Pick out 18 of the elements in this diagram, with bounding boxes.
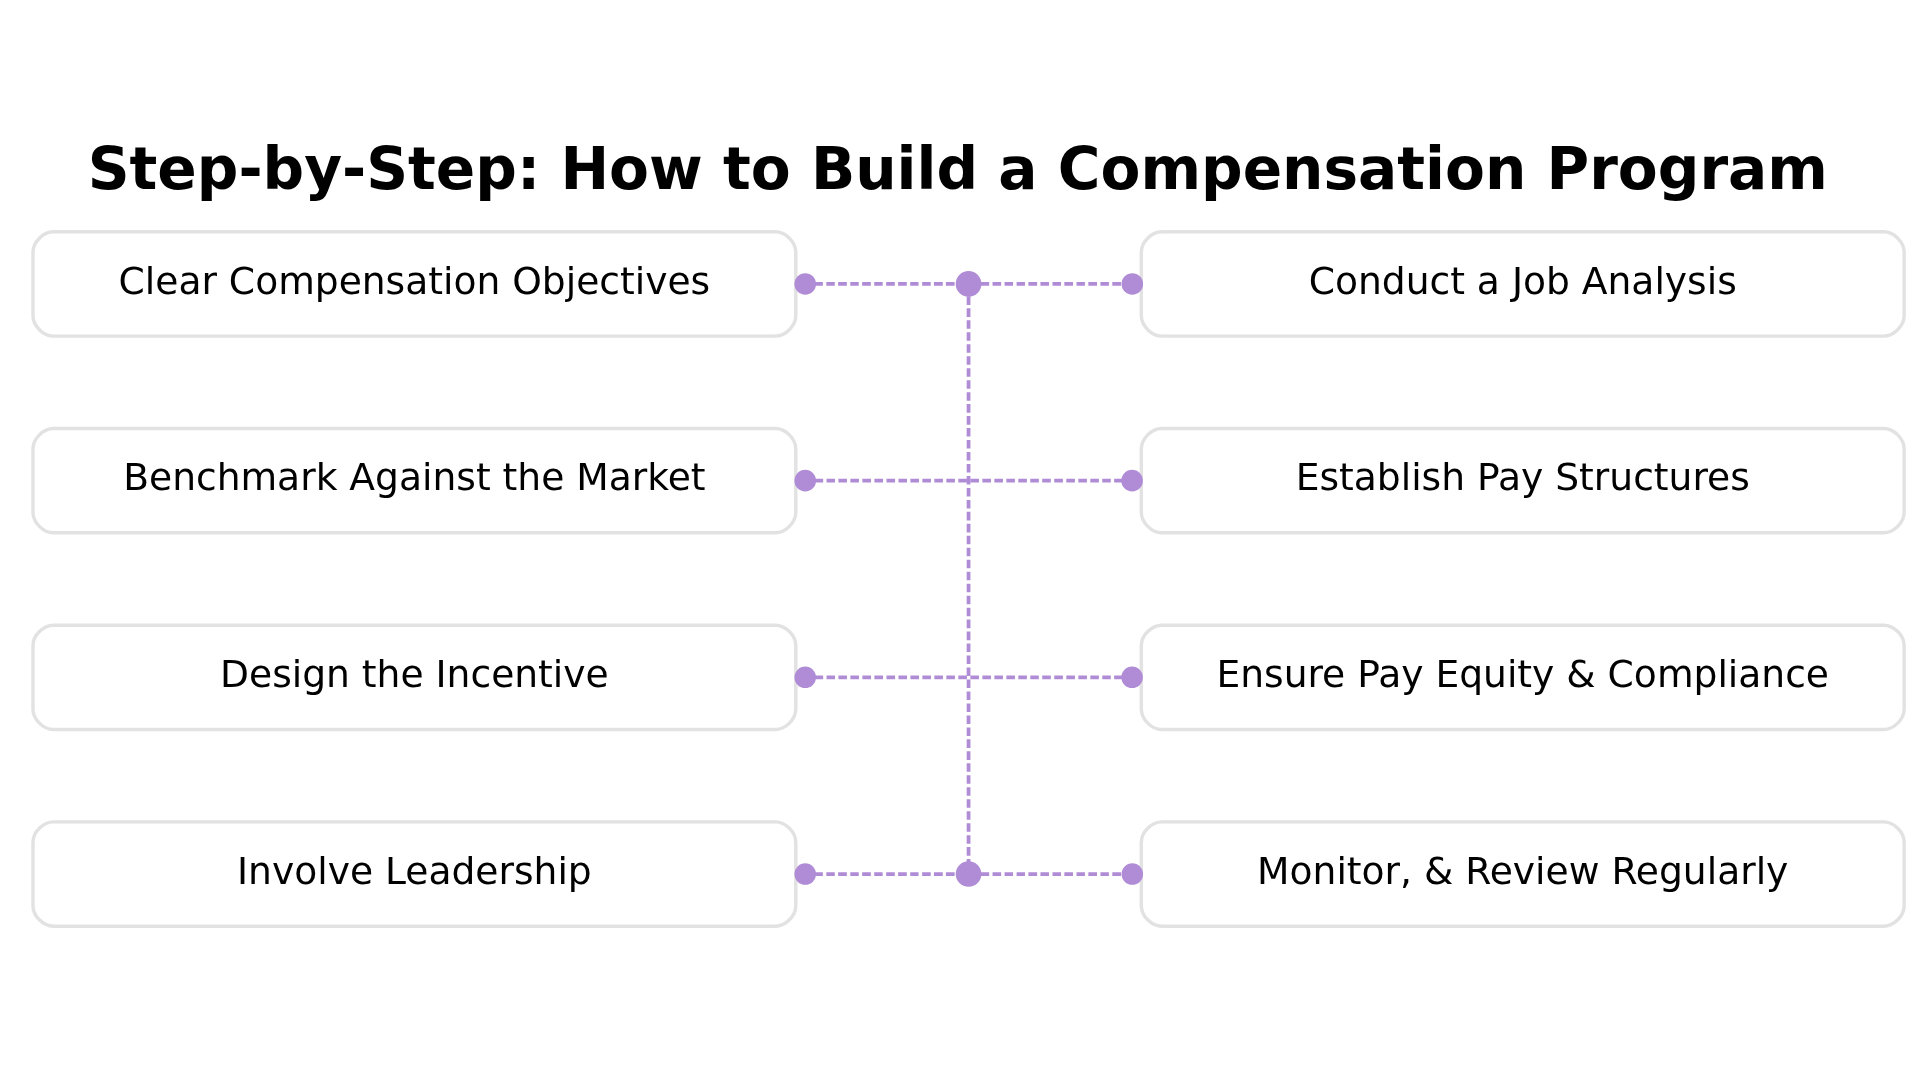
connector xyxy=(980,272,1144,295)
connector xyxy=(794,862,956,885)
node-box: Establish Pay Structures xyxy=(1139,426,1906,534)
node-box: Design the Incentive xyxy=(31,622,798,731)
node-circle xyxy=(955,270,982,297)
connector xyxy=(794,272,956,295)
node-box: Conduct a Job Analysis xyxy=(1139,229,1906,338)
node-box: Involve Leadership xyxy=(31,819,798,928)
diagram-title: Step-by-Step: How to Build a Compensation Program xyxy=(87,134,1828,202)
node-box: Benchmark Against the Market xyxy=(31,426,798,534)
connector xyxy=(794,666,1143,688)
node-circle xyxy=(955,860,982,887)
node-box: Monitor, & Review Regularly xyxy=(1139,819,1906,928)
node-box: Clear Compensation Objectives xyxy=(31,229,798,338)
node-box: Ensure Pay Equity & Compliance xyxy=(1139,622,1906,731)
connector xyxy=(980,862,1144,885)
connector xyxy=(794,469,1143,491)
connector xyxy=(966,295,971,862)
